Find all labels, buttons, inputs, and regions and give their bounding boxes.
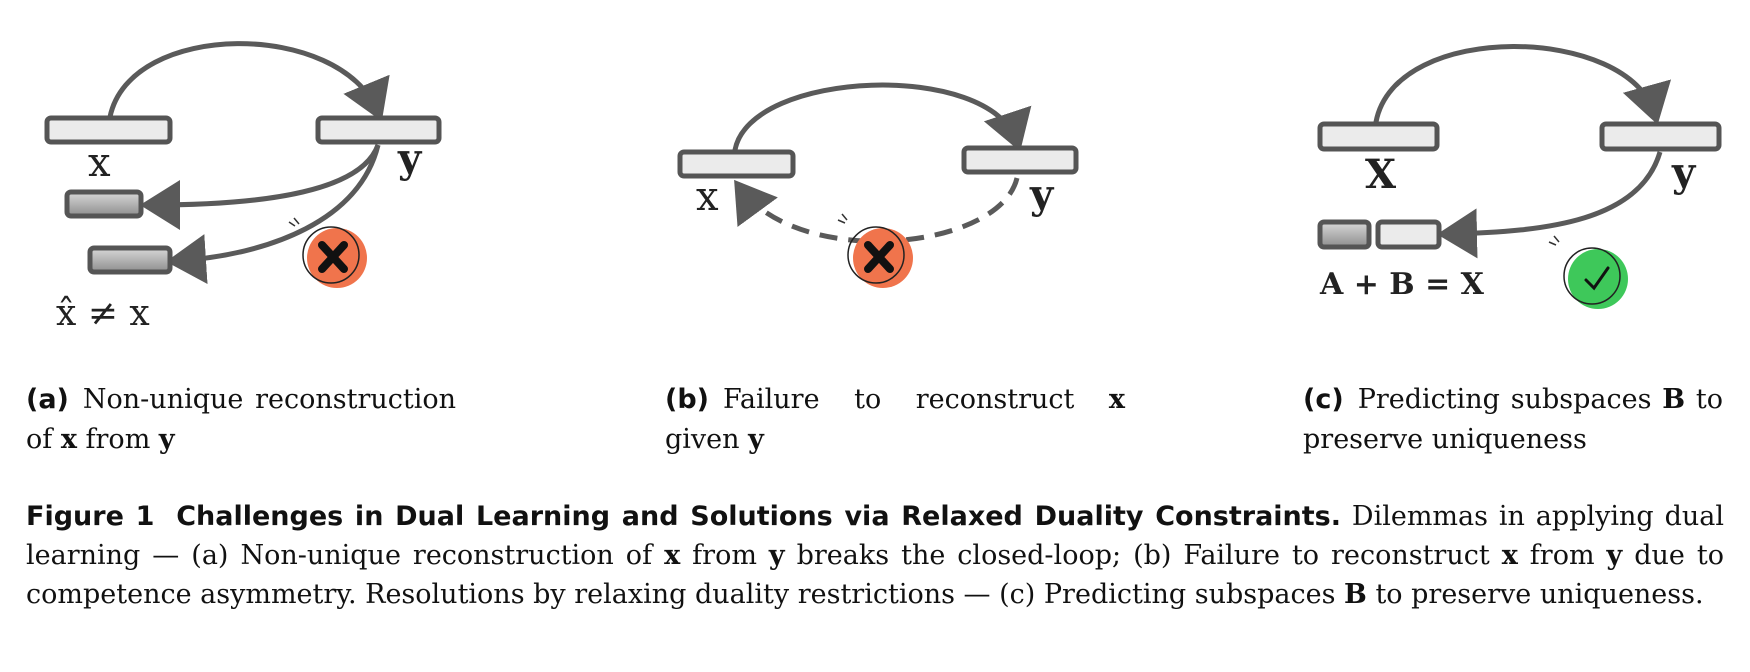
arrow-y-to-subspaces <box>1437 151 1663 259</box>
label-xhat-neq-x: x̂ ≠ x <box>56 293 150 334</box>
box-y <box>961 145 1079 175</box>
figure-caption: Figure 1 Challenges in Dual Learning and… <box>26 501 1724 610</box>
box-y <box>1599 121 1722 152</box>
label-x: x <box>88 140 111 186</box>
label-y: y <box>1029 171 1055 218</box>
label-y: y <box>397 135 423 182</box>
subcaption-label: (c) <box>1303 384 1344 415</box>
subcaption-b: (b)Failure to reconstruct x given y <box>665 384 1125 455</box>
arrow-x-to-y <box>107 41 390 122</box>
cross-icon <box>288 217 367 288</box>
panel-b: x y <box>677 82 1079 288</box>
check-icon <box>1548 235 1628 309</box>
subcaption-a: (a)Non-unique reconstruction of x from y <box>26 384 456 455</box>
box-x <box>44 115 173 145</box>
figure-title: Challenges in Dual Learning and Solution… <box>176 501 1342 532</box>
cross-icon <box>837 213 913 288</box>
subcaption-label: (a) <box>26 384 69 415</box>
figure-label: Figure 1 <box>26 501 155 532</box>
box-xhat-2 <box>87 245 173 275</box>
label-x: X <box>1365 151 1396 198</box>
label-x: x <box>696 174 719 220</box>
box-b <box>1375 219 1442 250</box>
box-y <box>315 115 442 145</box>
diagram-panels: x y x̂ ≠ x x y X y <box>44 41 1722 334</box>
arrow-x-to-y <box>1373 44 1671 125</box>
box-x <box>1317 121 1440 152</box>
subcaption-c: (c)Predicting subspaces B to preserve un… <box>1303 384 1723 455</box>
arrow-y-to-xhat2 <box>166 144 381 285</box>
arrow-x-to-y <box>732 82 1032 152</box>
box-xhat-1 <box>64 189 144 219</box>
label-y: y <box>1671 149 1697 196</box>
box-x <box>677 149 796 179</box>
label-a-plus-b-eq-x: A + B = X <box>1319 267 1485 302</box>
panel-a: x y x̂ ≠ x <box>44 41 442 334</box>
subcaption-label: (b) <box>665 384 710 415</box>
panel-c: X y A + B = X <box>1317 44 1722 309</box>
box-a <box>1317 219 1372 250</box>
arrow-y-to-xhat1 <box>140 144 381 230</box>
